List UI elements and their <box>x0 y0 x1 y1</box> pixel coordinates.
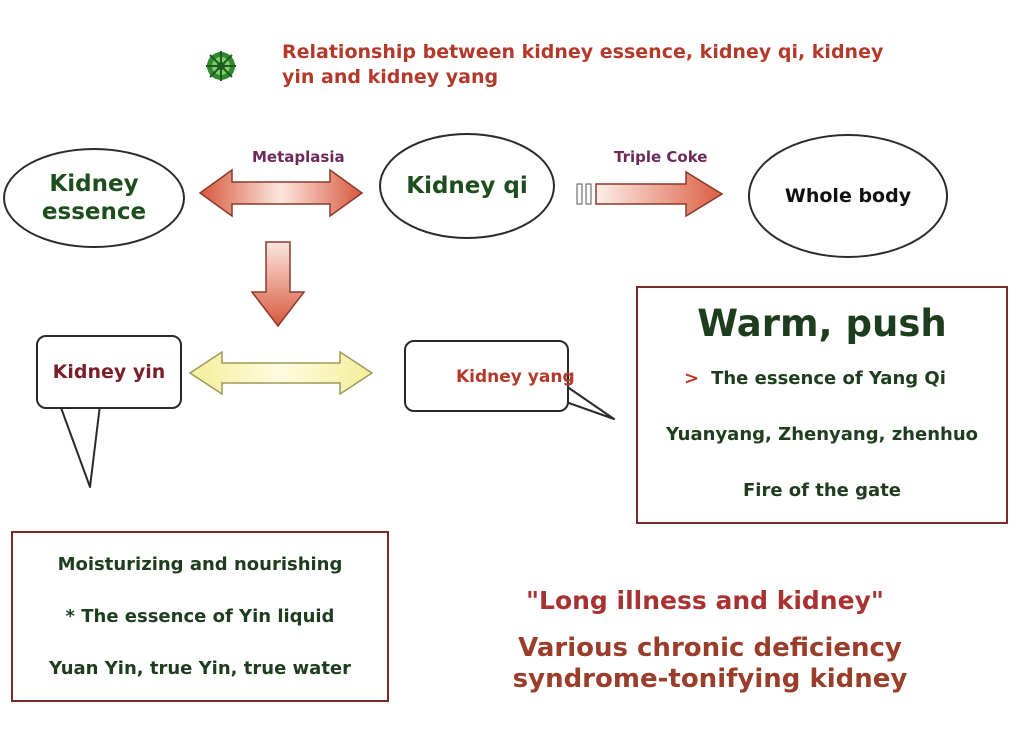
kidney-essence-node: Kidney essence <box>3 148 185 248</box>
kidney-yang-bubble-tail <box>565 385 615 420</box>
yang-line-1: > The essence of Yang Qi <box>684 368 946 389</box>
kidney-yin-label: Kidney yin <box>52 361 166 383</box>
yin-yang-double-arrow <box>188 350 374 396</box>
down-arrow <box>250 241 306 328</box>
kidney-qi-node: Kidney qi <box>379 133 555 239</box>
kidney-qi-label: Kidney qi <box>406 173 528 199</box>
kidney-essence-label: Kidney essence <box>41 171 147 225</box>
yin-line-3: Yuan Yin, true Yin, true water <box>48 658 352 679</box>
yin-line-2: * The essence of Yin liquid <box>65 606 335 627</box>
yin-line-1: Moisturizing and nourishing <box>57 554 343 575</box>
chevron-right-icon: > <box>684 368 700 389</box>
green-knot-icon <box>206 51 236 81</box>
metaplasia-label: Metaplasia <box>252 148 345 166</box>
chronic-deficiency-text: Various chronic deficiency syndrome-toni… <box>512 633 908 694</box>
kidney-yang-label: Kidney yang <box>456 367 575 387</box>
diagram-title: Relationship between kidney essence, kid… <box>282 41 884 88</box>
yang-line-3: Fire of the gate <box>742 480 902 501</box>
whole-body-node: Whole body <box>748 134 948 258</box>
kidney-yin-bubble-tail <box>59 404 101 488</box>
kidney-yin-bubble: Kidney yin <box>36 335 182 409</box>
kidney-yang-bubble <box>404 340 569 412</box>
yang-heading: Warm, push <box>697 302 947 345</box>
yang-line-2: Yuanyang, Zhenyang, zhenhuo <box>665 424 979 445</box>
yang-line-1-text: The essence of Yang Qi <box>711 368 946 389</box>
yang-function-box: Warm, push > The essence of Yang Qi Yuany… <box>636 286 1008 524</box>
long-illness-quote: "Long illness and kidney" <box>526 586 884 615</box>
yin-function-box: Moisturizing and nourishing * The essenc… <box>11 531 389 702</box>
triple-coke-arrow <box>576 170 724 218</box>
whole-body-label: Whole body <box>784 185 912 207</box>
metaplasia-double-arrow <box>198 168 364 218</box>
triple-coke-label: Triple Coke <box>614 148 708 166</box>
